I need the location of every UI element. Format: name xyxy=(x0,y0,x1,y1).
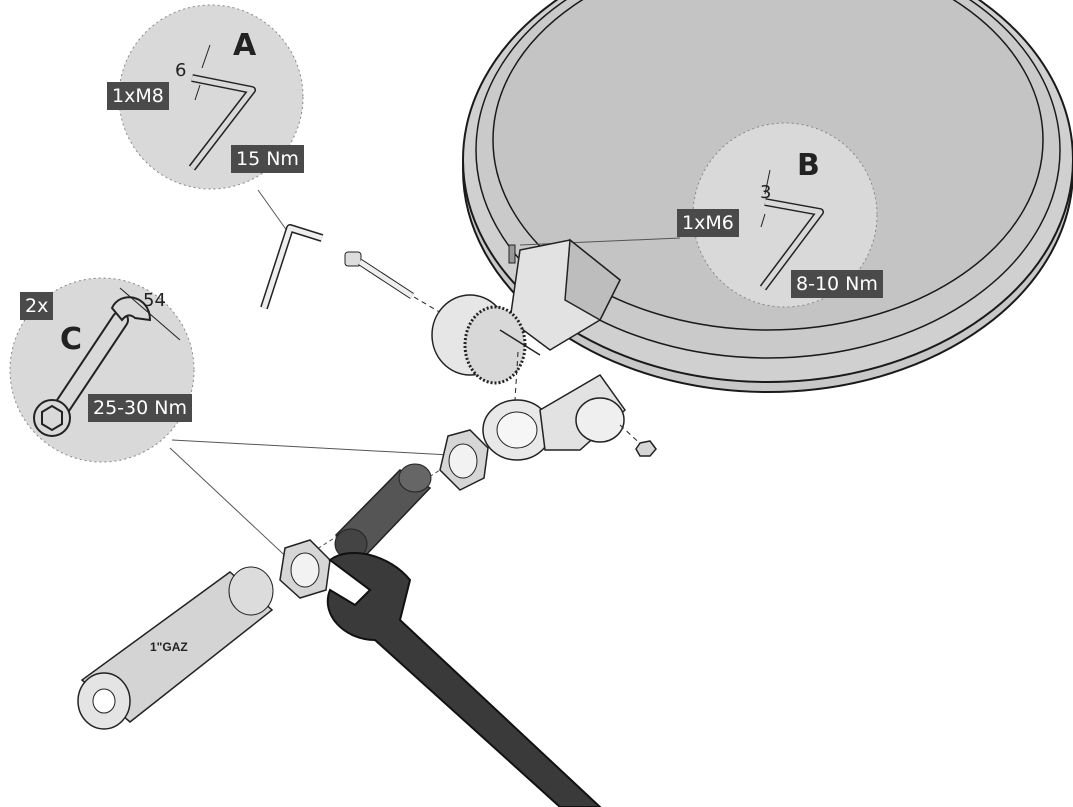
pipe-label: 1"GAZ xyxy=(150,640,188,654)
detail-b-bolt-label: 1xM6 xyxy=(677,209,739,237)
detail-b-torque-label: 8-10 Nm xyxy=(791,270,883,298)
detail-a-letter: A xyxy=(233,28,257,63)
detail-b-thickness: 3 xyxy=(760,182,772,203)
small-nut xyxy=(635,440,657,457)
detail-a-bolt-label: 1xM8 xyxy=(107,82,169,110)
detail-c-quantity-label: 2x xyxy=(20,292,54,320)
gear-drum xyxy=(431,294,541,385)
sleeve xyxy=(334,463,432,560)
lock-nut-upper xyxy=(439,429,489,491)
detail-circle-b xyxy=(692,122,878,308)
detail-a-torque-label: 15 Nm xyxy=(231,145,304,173)
allen-key xyxy=(260,224,324,310)
leader-lines xyxy=(169,189,681,566)
pipe xyxy=(77,566,274,730)
lock-nut-lower xyxy=(279,539,331,599)
detail-c-size: 54 xyxy=(143,290,166,311)
detail-circle-a xyxy=(118,4,304,190)
open-end-wrench xyxy=(326,551,602,807)
detail-c-letter: C xyxy=(60,322,83,357)
detail-b-letter: B xyxy=(797,148,820,183)
bracket xyxy=(508,238,621,351)
detail-c-torque-label: 25-30 Nm xyxy=(88,394,192,422)
detail-a-thickness: 6 xyxy=(175,60,187,81)
